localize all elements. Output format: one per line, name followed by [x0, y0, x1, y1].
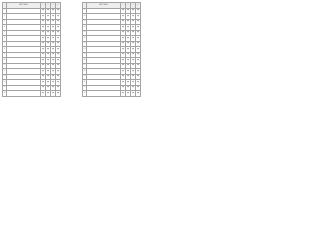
applicability-mark: ●	[135, 79, 141, 86]
applicability-mark: ●	[135, 90, 141, 97]
applicability-mark: ●	[55, 68, 61, 75]
part-name	[86, 90, 121, 97]
table-header-row: PART NAME 1 2 3 4	[82, 2, 141, 9]
table-row: 14●●●●	[2, 79, 61, 86]
applicability-mark: ●	[135, 62, 141, 69]
table-row: 12●●●●	[2, 68, 61, 75]
applicability-mark: ●	[135, 84, 141, 91]
header-cell-col-4: 4	[55, 2, 61, 9]
applicability-mark: ●	[55, 84, 61, 91]
table-row: 2●●●●	[2, 13, 61, 20]
table-row: 20●●●●	[82, 24, 141, 31]
applicability-mark: ●	[55, 24, 61, 31]
applicability-mark: ●	[55, 90, 61, 97]
table-body: 17●●●●18●●●●19●●●●20●●●●21●●●●22●●●●23●●…	[82, 7, 141, 97]
applicability-mark: ●	[55, 18, 61, 25]
table-row: 9●●●●	[2, 51, 61, 58]
applicability-mark: ●	[55, 13, 61, 20]
applicability-mark: ●	[135, 13, 141, 20]
table-row: 4●●●●	[2, 24, 61, 31]
table-row: 27●●●●	[82, 62, 141, 69]
table-row: 13●●●●	[2, 73, 61, 80]
table-row: 31●●●●	[82, 84, 141, 91]
header-cell-col-4: 4	[135, 2, 141, 9]
applicability-mark: ●	[55, 73, 61, 80]
table-row: 6●●●●	[2, 35, 61, 42]
parts-table-right: PART NAME 1 2 3 4 17●●●●18●●●●19●●●●20●●…	[82, 2, 141, 97]
table-row: 22●●●●	[82, 35, 141, 42]
table-row: 19●●●●	[82, 18, 141, 25]
table-row: 28●●●●	[82, 68, 141, 75]
table-header-row: PART NAME 1 2 3 4	[2, 2, 61, 9]
applicability-mark: ●	[135, 24, 141, 31]
table-row: 32●●●●	[82, 90, 141, 97]
applicability-mark: ●	[135, 68, 141, 75]
parts-table-left: PART NAME 1 2 3 4 1●●●●2●●●●3●●●●4●●●●5●…	[2, 2, 61, 97]
table-row: 11●●●●	[2, 62, 61, 69]
applicability-mark: ●	[55, 79, 61, 86]
parts-sheet: PART NAME 1 2 3 4 1●●●●2●●●●3●●●●4●●●●5●…	[0, 0, 160, 97]
applicability-mark: ●	[135, 18, 141, 25]
table-row: 16●●●●	[2, 90, 61, 97]
table-row: 15●●●●	[2, 84, 61, 91]
table-row: 3●●●●	[2, 18, 61, 25]
table-body: 1●●●●2●●●●3●●●●4●●●●5●●●●6●●●●7●●●●8●●●●…	[2, 7, 61, 97]
table-row: 29●●●●	[82, 73, 141, 80]
table-row: 18●●●●	[82, 13, 141, 20]
table-row: 30●●●●	[82, 79, 141, 86]
applicability-mark: ●	[55, 62, 61, 69]
part-name	[6, 90, 41, 97]
applicability-mark: ●	[135, 73, 141, 80]
